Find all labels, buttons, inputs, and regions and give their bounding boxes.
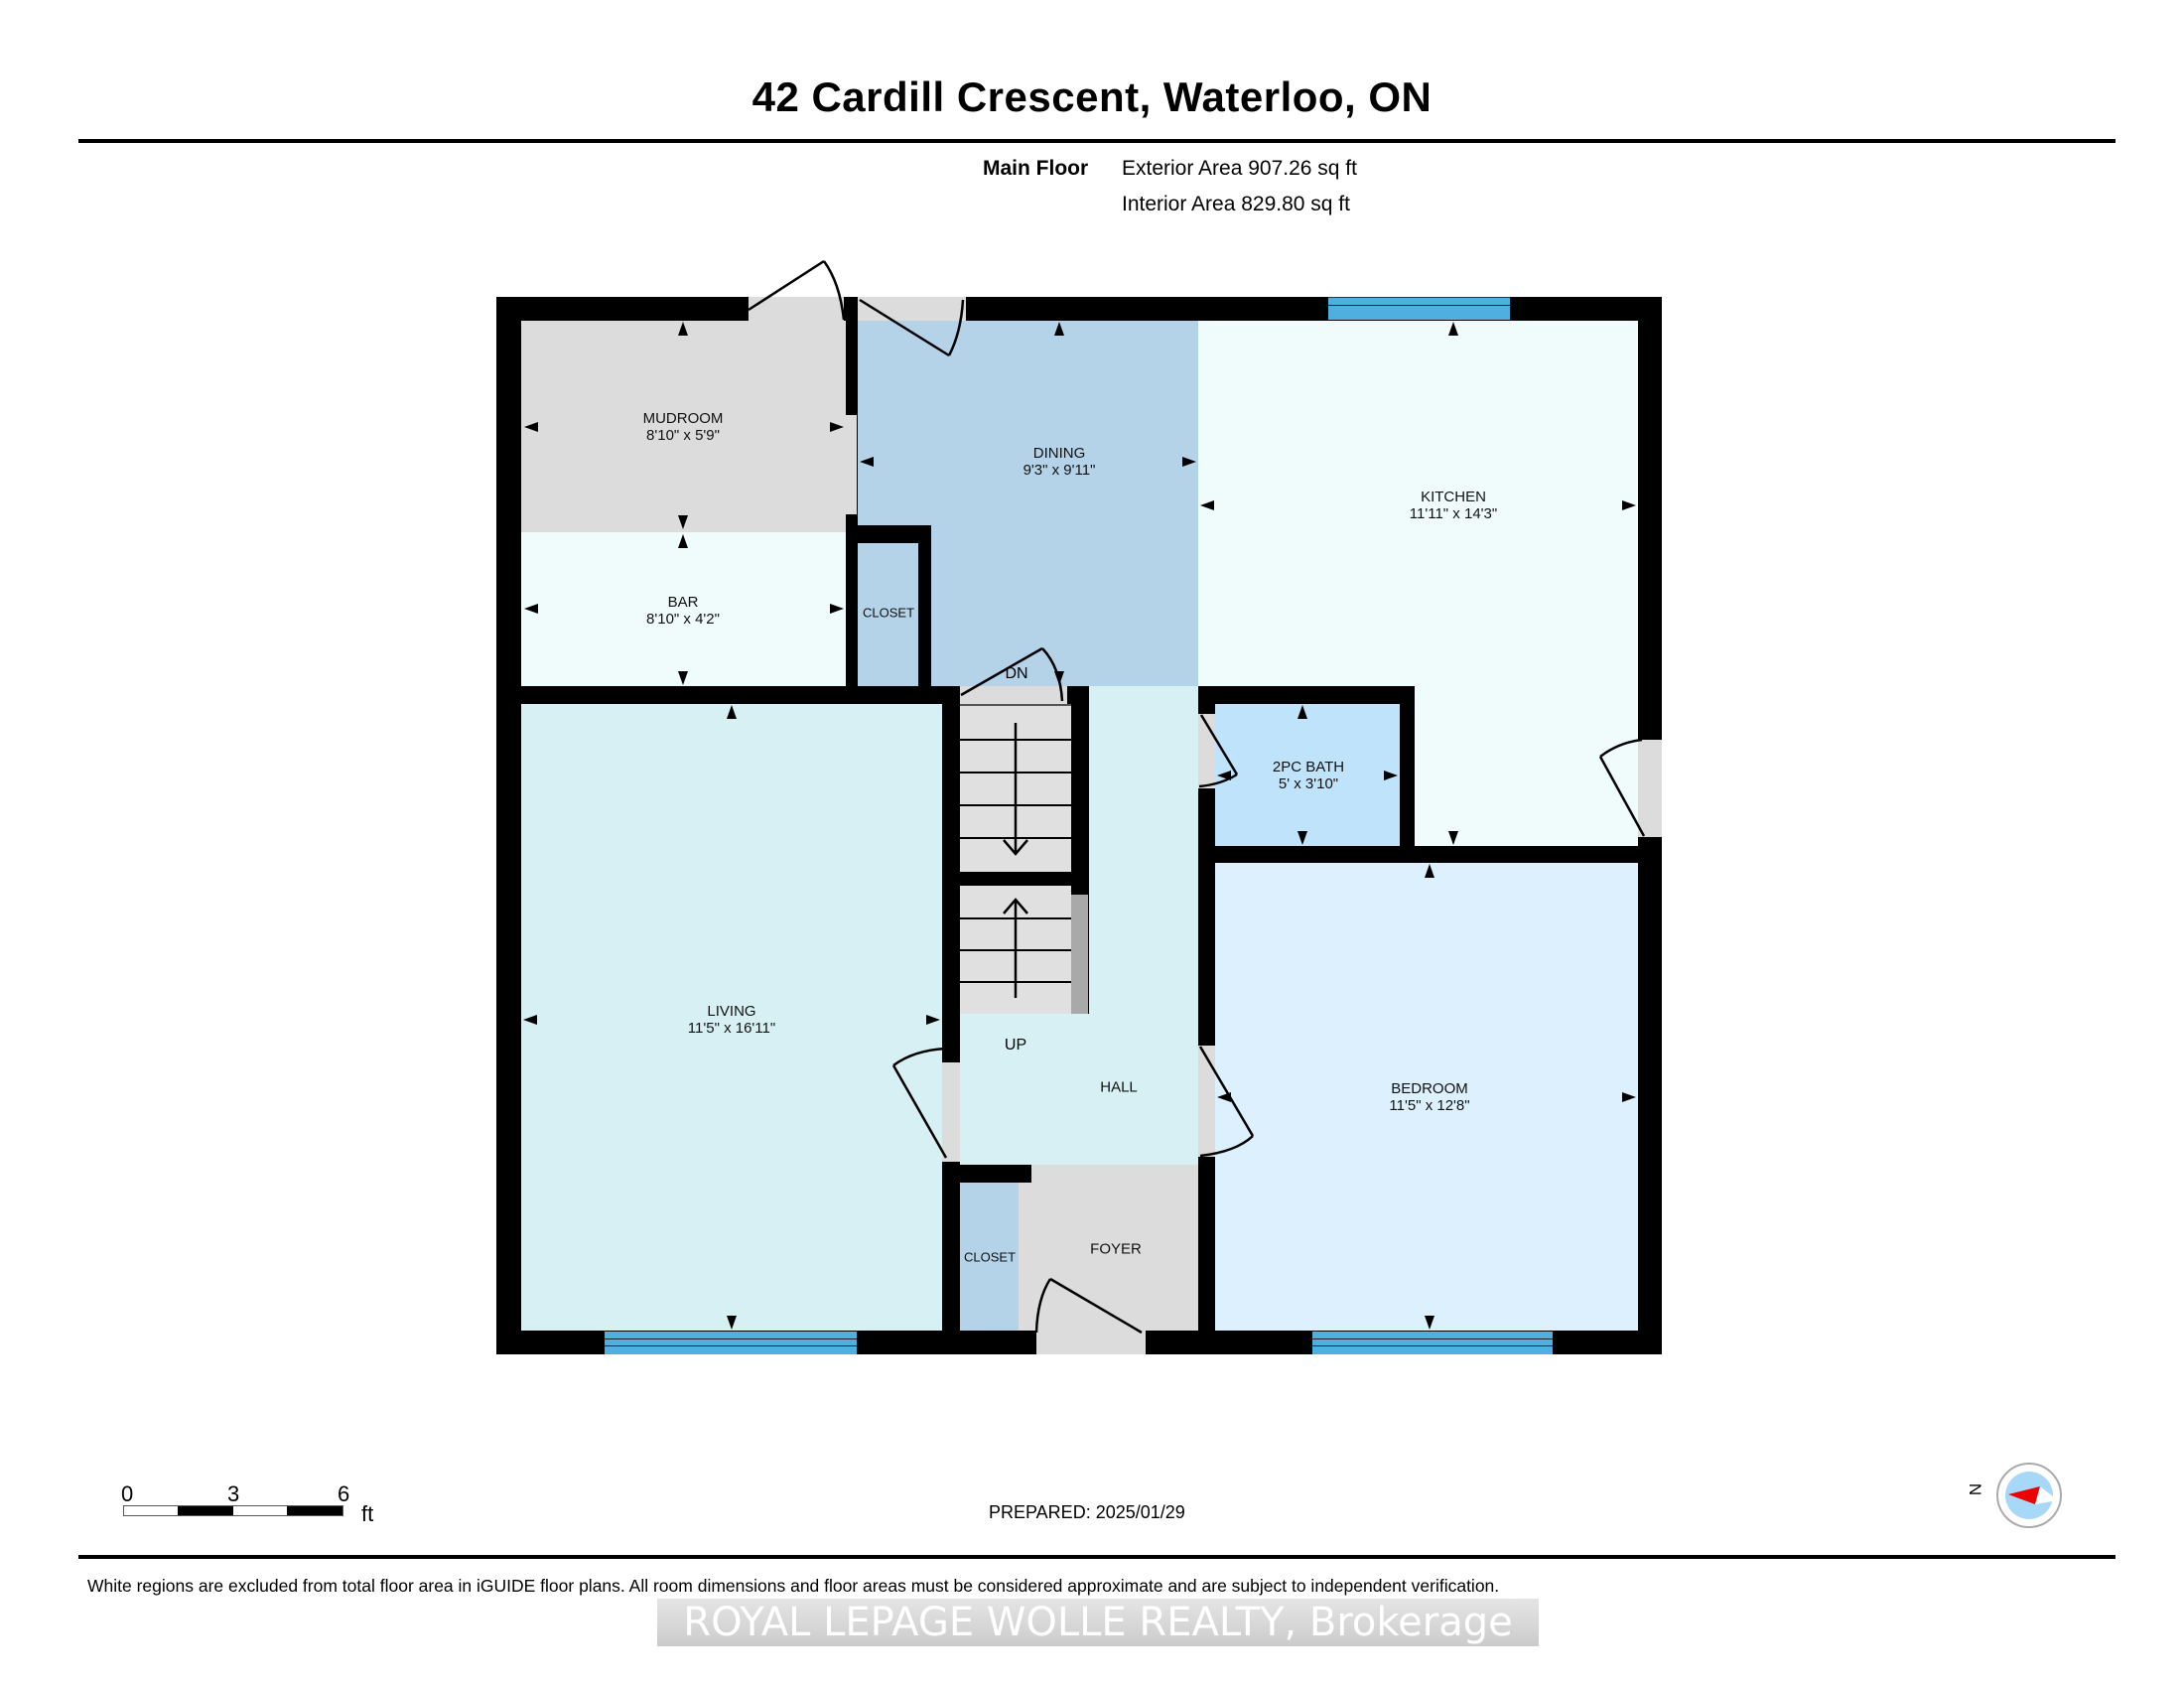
label-bedroom: BEDROOM 11'5" x 12'8" [1389, 1080, 1470, 1114]
page-title: 42 Cardill Crescent, Waterloo, ON [751, 73, 1433, 120]
bedroom-door-opening [1198, 1046, 1215, 1157]
stairs-down-label: DN [1005, 665, 1028, 682]
header-divider [78, 139, 2116, 143]
scale-tick-3: 3 [227, 1481, 240, 1506]
room-bar[interactable] [521, 532, 846, 686]
label-kitchen: KITCHEN 11'11" x 14'3" [1409, 489, 1498, 522]
scale-tick-6: 6 [338, 1481, 350, 1506]
label-bar: BAR 8'10" x 4'2" [646, 594, 720, 628]
front-door-opening [1036, 1331, 1146, 1354]
label-hall: HALL [1100, 1078, 1138, 1096]
label-dining: DINING 9'3" x 9'11" [1023, 445, 1096, 479]
disclaimer: White regions are excluded from total fl… [87, 1576, 1500, 1596]
exterior-area: Exterior Area 907.26 sq ft [1122, 157, 1357, 180]
label-living: LIVING 11'5" x 16'11" [687, 1003, 776, 1037]
room-living[interactable] [521, 704, 942, 1331]
living-window [605, 1332, 857, 1354]
scale-tick-0: 0 [121, 1481, 134, 1506]
interior-wall [846, 321, 858, 415]
living-door-opening [942, 1062, 960, 1162]
room-mudroom[interactable] [521, 321, 846, 532]
stairs-up-label: UP [1004, 1037, 1027, 1054]
kitchen-window [1328, 297, 1510, 320]
label-closet-upper: CLOSET [862, 605, 915, 621]
stair-railing [1071, 895, 1088, 1014]
label-mudroom: MUDROOM 8'10" x 5'9" [642, 410, 724, 444]
label-2pc-bath: 2PC BATH 5' x 3'10" [1272, 759, 1345, 792]
room-bedroom[interactable] [1215, 863, 1638, 1331]
interior-area: Interior Area 829.80 sq ft [1122, 193, 1350, 215]
scale-bar [123, 1505, 343, 1516]
room-closet-lower[interactable] [960, 1183, 1019, 1331]
kitchen-side-door-opening [1638, 740, 1662, 837]
stair-opening [960, 686, 1067, 704]
scale-unit: ft [361, 1501, 374, 1526]
opening [846, 415, 857, 514]
room-closet-upper[interactable] [858, 543, 918, 686]
bedroom-window [1312, 1332, 1553, 1354]
compass-needle-icon [2008, 1486, 2058, 1504]
room-foyer[interactable] [1031, 1165, 1198, 1331]
footer-divider [78, 1555, 2116, 1559]
floor-name: Main Floor [983, 157, 1089, 180]
prepared-date: PREPARED: 2025/01/29 [989, 1502, 1185, 1522]
label-foyer: FOYER [1090, 1240, 1142, 1258]
room-2pc-bath[interactable] [1215, 704, 1400, 846]
label-closet-lower: CLOSET [963, 1249, 1017, 1265]
compass-north-label: N [1966, 1482, 1985, 1496]
brokerage-watermark: ROYAL LEPAGE WOLLE REALTY, Brokerage [657, 1599, 1539, 1646]
closet-opening [1019, 1183, 1031, 1331]
compass [1996, 1463, 2062, 1528]
